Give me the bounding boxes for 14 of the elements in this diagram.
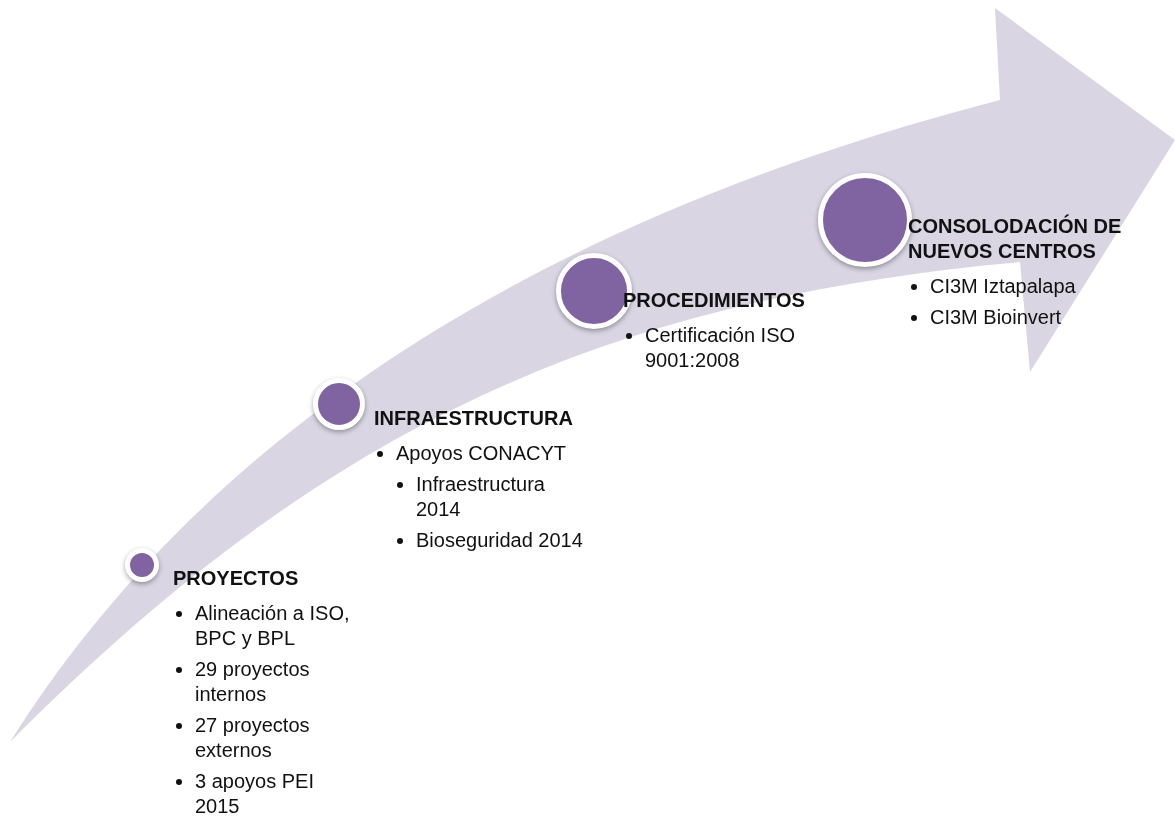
bullet-text: Apoyos CONACYT xyxy=(396,442,567,464)
stage-heading: INFRAESTRUCTURA xyxy=(374,406,574,431)
stage-heading: CONSOLODACIÓN DE NUEVOS CENTROS xyxy=(908,214,1123,264)
stage-heading: PROYECTOS xyxy=(173,566,300,591)
bullet-text: Bioseguridad 2014 xyxy=(416,529,583,551)
bullet-text: 29 proyectos internos xyxy=(195,658,310,705)
bullet-text: CI3M Bioinvert xyxy=(930,306,1062,328)
bullet-text: Certificación ISO 9001:2008 xyxy=(645,324,796,371)
bullet-text: Infraestructura 2014 xyxy=(416,473,545,520)
stage-heading: PROCEDIMIENTOS xyxy=(623,288,806,313)
bullet-text: 27 proyectos externos xyxy=(195,714,310,761)
bullet-text: CI3M Iztapalapa xyxy=(930,275,1076,297)
bullet-text: Alineación a ISO, BPC y BPL xyxy=(195,602,350,649)
bullet-text: 3 apoyos PEI 2015 xyxy=(195,770,314,817)
